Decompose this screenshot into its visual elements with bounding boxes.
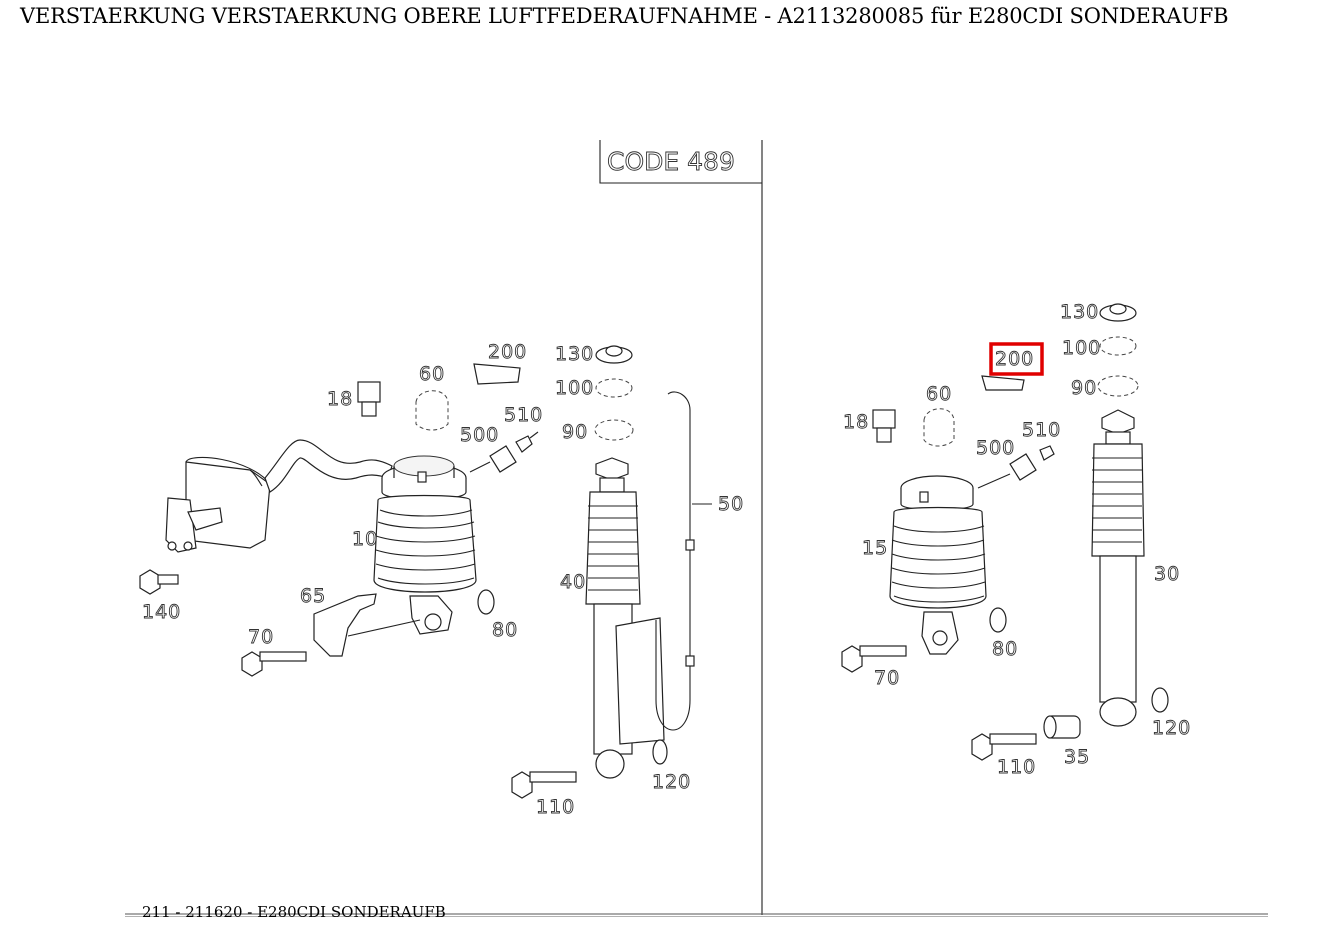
code-box-label: CODE 489 bbox=[607, 147, 735, 176]
left-label-90: 90 bbox=[562, 421, 588, 443]
right-part-120 bbox=[1151, 687, 1169, 713]
right-label-80: 80 bbox=[992, 638, 1018, 660]
left-bolt-140 bbox=[139, 569, 179, 595]
right-part-80 bbox=[989, 607, 1007, 633]
right-label-70: 70 bbox=[874, 667, 900, 689]
left-label-10: 10 bbox=[352, 528, 378, 550]
left-line-50 bbox=[655, 391, 712, 731]
left-label-60: 60 bbox=[419, 363, 445, 385]
right-label-90: 90 bbox=[1071, 377, 1097, 399]
right-part-35 bbox=[1043, 715, 1081, 739]
right-part-60 bbox=[923, 408, 955, 447]
left-part-200 bbox=[473, 363, 521, 385]
left-bolt-70 bbox=[241, 651, 307, 677]
right-assembly: 130 100 90 200 60 18 510 500 15 30 70 80… bbox=[841, 301, 1191, 778]
left-part-60 bbox=[415, 390, 449, 431]
right-part-90 bbox=[1097, 375, 1139, 397]
right-part-100 bbox=[1099, 336, 1137, 356]
highlight-box-200 bbox=[989, 342, 1044, 376]
left-label-200: 200 bbox=[488, 341, 527, 363]
right-label-200: 200 bbox=[995, 348, 1034, 370]
right-label-18: 18 bbox=[843, 411, 869, 433]
left-label-100: 100 bbox=[555, 377, 594, 399]
left-label-110: 110 bbox=[536, 796, 575, 818]
left-part-120 bbox=[652, 739, 668, 765]
right-label-60: 60 bbox=[926, 383, 952, 405]
code-box: CODE 489 bbox=[599, 140, 762, 184]
right-bolt-70 bbox=[841, 645, 907, 673]
left-label-510: 510 bbox=[504, 404, 543, 426]
right-part-500-510 bbox=[977, 445, 1055, 489]
right-label-100: 100 bbox=[1062, 337, 1101, 359]
right-label-120: 120 bbox=[1152, 717, 1191, 739]
page-title: VERSTAERKUNG VERSTAERKUNG OBERE LUFTFEDE… bbox=[20, 4, 1229, 28]
right-label-15: 15 bbox=[862, 537, 888, 559]
left-air-spring bbox=[373, 455, 477, 635]
right-label-130: 130 bbox=[1060, 301, 1099, 323]
left-bracket-65 bbox=[313, 593, 421, 657]
left-label-80: 80 bbox=[492, 619, 518, 641]
left-part-18 bbox=[357, 381, 381, 417]
left-label-50: 50 bbox=[718, 493, 744, 515]
left-part-500-510 bbox=[469, 431, 539, 473]
left-part-90 bbox=[594, 419, 634, 441]
left-part-80 bbox=[477, 589, 495, 615]
right-label-510: 510 bbox=[1022, 419, 1061, 441]
left-label-130: 130 bbox=[555, 343, 594, 365]
left-bolt-110 bbox=[511, 771, 577, 799]
right-label-35: 35 bbox=[1064, 746, 1090, 768]
footer-caption: 211 - 211620 - E280CDI SONDERAUFB bbox=[142, 903, 446, 921]
right-part-200 bbox=[981, 375, 1025, 391]
left-label-120: 120 bbox=[652, 771, 691, 793]
right-part-130 bbox=[1099, 303, 1137, 322]
left-label-500: 500 bbox=[460, 424, 499, 446]
left-part-130 bbox=[595, 345, 633, 364]
right-shock-30 bbox=[1091, 409, 1145, 727]
left-shock-40 bbox=[585, 457, 665, 779]
right-air-spring bbox=[889, 475, 987, 655]
right-label-30: 30 bbox=[1154, 563, 1180, 585]
left-label-70: 70 bbox=[248, 626, 274, 648]
right-label-110: 110 bbox=[997, 756, 1036, 778]
left-label-18: 18 bbox=[327, 388, 353, 410]
right-label-500: 500 bbox=[976, 437, 1015, 459]
left-air-tank bbox=[165, 439, 393, 553]
right-bolt-110 bbox=[971, 733, 1037, 761]
left-assembly: 200 130 100 90 60 18 510 500 50 10 40 14… bbox=[139, 341, 744, 818]
left-part-100 bbox=[595, 378, 633, 398]
left-label-40: 40 bbox=[560, 571, 586, 593]
right-part-18 bbox=[872, 409, 896, 443]
left-label-140: 140 bbox=[142, 601, 181, 623]
left-label-65: 65 bbox=[300, 585, 326, 607]
